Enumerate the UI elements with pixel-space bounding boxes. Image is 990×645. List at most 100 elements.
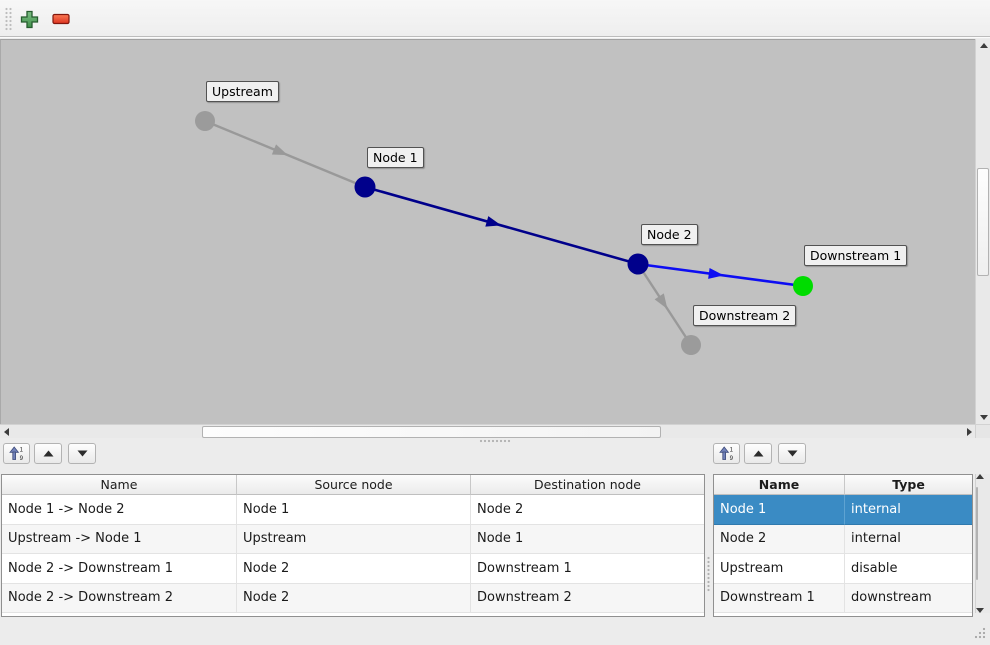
vertical-pane-splitter[interactable] <box>706 556 711 596</box>
column-header[interactable]: Name <box>2 475 237 495</box>
table-cell: Node 1 <box>237 495 471 525</box>
column-header[interactable]: Name <box>714 475 845 495</box>
graph-node[interactable] <box>627 253 649 275</box>
scroll-down-button[interactable] <box>976 411 990 424</box>
edge-table-move-down-button[interactable] <box>68 443 96 464</box>
scroll-up-button[interactable] <box>976 474 984 479</box>
sort-ascending-icon: 1 9 <box>9 446 24 461</box>
column-header[interactable]: Source node <box>237 475 471 495</box>
column-header[interactable]: Destination node <box>471 475 704 495</box>
table-cell: Downstream 1 <box>471 554 704 584</box>
down-arrow-icon <box>787 450 797 457</box>
edge-arrowhead-icon <box>271 144 288 156</box>
graph-node[interactable] <box>681 335 701 355</box>
down-arrow-icon <box>979 415 988 420</box>
plus-icon <box>20 10 38 28</box>
left-arrow-icon <box>3 428 9 436</box>
up-arrow-icon <box>979 43 988 48</box>
horizontal-scrollbar-thumb[interactable] <box>202 426 661 438</box>
remove-node-button[interactable] <box>48 7 74 31</box>
graph-node[interactable] <box>195 111 215 131</box>
edge-arrowhead-icon <box>654 293 668 309</box>
horizontal-pane-splitter[interactable] <box>0 438 990 443</box>
node-label[interactable]: Node 1 <box>367 147 424 168</box>
table-cell: internal <box>845 525 972 554</box>
edge-arrowhead-icon <box>708 267 724 279</box>
nodes-table-scrollbar[interactable] <box>975 474 990 613</box>
scroll-left-button[interactable] <box>0 425 12 439</box>
table-cell: Node 2 <box>471 495 704 525</box>
up-arrow-icon <box>976 474 984 479</box>
svg-text:9: 9 <box>20 456 24 461</box>
svg-text:9: 9 <box>730 456 734 461</box>
canvas-horizontal-scrollbar[interactable] <box>0 424 975 438</box>
scroll-up-button[interactable] <box>976 39 990 52</box>
table-cell: Downstream 1 <box>714 583 845 613</box>
edge-table-sort-button[interactable]: 1 9 <box>3 443 30 464</box>
table-cell: Node 1 <box>714 495 845 525</box>
scroll-down-button[interactable] <box>976 608 984 613</box>
edge-table-move-up-button[interactable] <box>34 443 62 464</box>
node-table-move-up-button[interactable] <box>744 443 772 464</box>
main-toolbar <box>0 0 990 37</box>
graph-edge[interactable] <box>364 185 639 266</box>
canvas-vertical-scrollbar[interactable] <box>975 39 990 424</box>
resize-grip[interactable] <box>973 626 987 640</box>
graph-edge[interactable] <box>636 263 693 346</box>
graph-edge[interactable] <box>637 262 804 288</box>
scroll-right-button[interactable] <box>963 425 975 439</box>
node-label[interactable]: Node 2 <box>641 224 698 245</box>
vertical-scrollbar-thumb[interactable] <box>977 168 989 276</box>
node-label[interactable]: Downstream 1 <box>804 245 908 266</box>
table-cell: Upstream -> Node 1 <box>2 524 237 554</box>
table-cell: Node 2 <box>714 524 845 554</box>
minus-icon <box>52 13 70 25</box>
edge-arrowhead-icon <box>485 216 502 227</box>
node-label[interactable]: Upstream <box>206 81 279 102</box>
table-cell: internal <box>845 495 972 525</box>
graph-node[interactable] <box>354 176 376 198</box>
table-cell: Downstream 2 <box>471 584 704 613</box>
vertical-scrollbar-thumb[interactable] <box>976 487 978 580</box>
table-cell: Node 2 <box>237 554 471 584</box>
up-arrow-icon <box>753 450 763 457</box>
table-cell: Node 1 <box>471 525 704 554</box>
table-cell: Upstream <box>714 554 845 584</box>
table-cell: Node 2 -> Downstream 1 <box>2 554 237 584</box>
node-table-move-down-button[interactable] <box>778 443 806 464</box>
down-arrow-icon <box>77 450 87 457</box>
svg-text:1: 1 <box>730 448 734 454</box>
table-cell: Node 2 -> Downstream 2 <box>2 583 237 613</box>
table-cell: disable <box>845 554 972 584</box>
toolbar-drag-handle[interactable] <box>4 7 13 31</box>
down-arrow-icon <box>976 608 984 613</box>
add-node-button[interactable] <box>16 7 42 31</box>
node-label[interactable]: Downstream 2 <box>693 305 797 326</box>
column-header[interactable]: Type <box>845 475 972 495</box>
splitter-grip-icon <box>479 439 511 443</box>
graph-node[interactable] <box>793 276 813 296</box>
node-table-sort-button[interactable]: 1 9 <box>713 443 740 464</box>
right-arrow-icon <box>966 428 972 436</box>
table-cell: Upstream <box>237 524 471 554</box>
graph-edge[interactable] <box>204 119 366 189</box>
sort-ascending-icon: 1 9 <box>719 446 734 461</box>
up-arrow-icon <box>43 450 53 457</box>
table-cell: Node 2 <box>237 583 471 613</box>
